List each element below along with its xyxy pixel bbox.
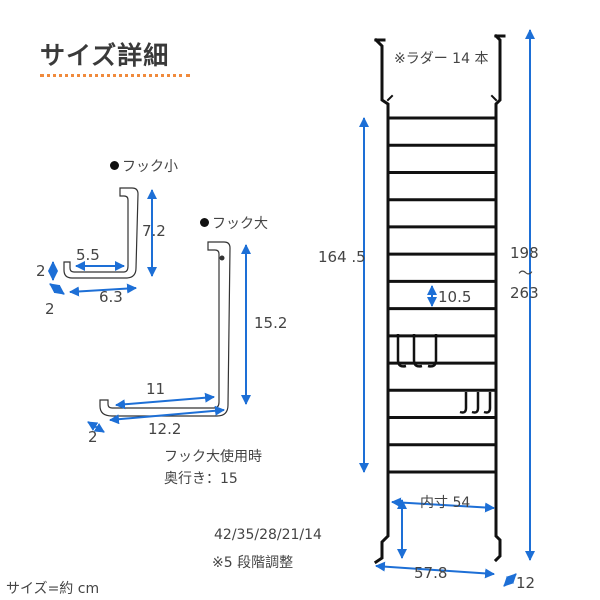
- unit-note: サイズ=約 cm: [6, 581, 100, 597]
- hook-small-title: フック小: [110, 160, 178, 174]
- hook-small-outer-width: 6.3: [99, 288, 123, 306]
- ladder-adjust-note: ※5 段階調整: [212, 555, 294, 571]
- hook-small-lip: 2: [36, 262, 46, 280]
- hook-small-inner-width: 5.5: [76, 246, 100, 264]
- ladder-frame: [373, 33, 506, 565]
- ladder-height: 164 .5: [318, 248, 366, 266]
- ladder-dimensions: [359, 29, 535, 587]
- ladder-rungs-note: ※ラダー 14 本: [394, 51, 489, 67]
- hook-small-dimensions: [48, 189, 157, 297]
- hook-large-inner-width: 11: [146, 380, 166, 398]
- title-underline: [40, 74, 190, 77]
- hook-small-depth: 2: [45, 300, 55, 318]
- hook-large-dimensions: [87, 244, 251, 433]
- ladder-total-max: 263: [510, 284, 539, 302]
- note-large-hook-line1: フック大使用時: [164, 449, 262, 465]
- ladder-outer-width: 57.8: [414, 564, 448, 582]
- ladder-hooks: [396, 334, 492, 414]
- hook-small-label: フック小: [122, 159, 178, 175]
- ladder-total-min: 198: [510, 244, 539, 262]
- bullet-icon: [200, 218, 209, 227]
- ladder-rungs: [388, 116, 496, 474]
- ladder-rung-spacing: 10.5: [438, 288, 472, 306]
- bullet-icon: [110, 161, 119, 170]
- hook-large-shape: [99, 241, 231, 417]
- hook-large-label: フック大: [212, 216, 268, 232]
- hook-small-height: 7.2: [142, 222, 166, 240]
- hook-large-outer-width: 12.2: [148, 420, 182, 438]
- hook-large-depth: 2: [88, 428, 98, 446]
- hook-large-height: 15.2: [254, 314, 288, 332]
- page-title: サイズ詳細: [40, 41, 170, 70]
- ladder-depth: 12: [516, 574, 536, 592]
- hook-large-title: フック大: [200, 217, 268, 231]
- ladder-inner-width: 内寸 54: [420, 495, 471, 511]
- ladder-adjust-heights: 42/35/28/21/14: [214, 527, 322, 543]
- hook-small-shape: [63, 187, 139, 279]
- ladder-total-tilde: ～: [518, 264, 534, 282]
- note-large-hook-line2: 奥行き：15: [164, 471, 238, 487]
